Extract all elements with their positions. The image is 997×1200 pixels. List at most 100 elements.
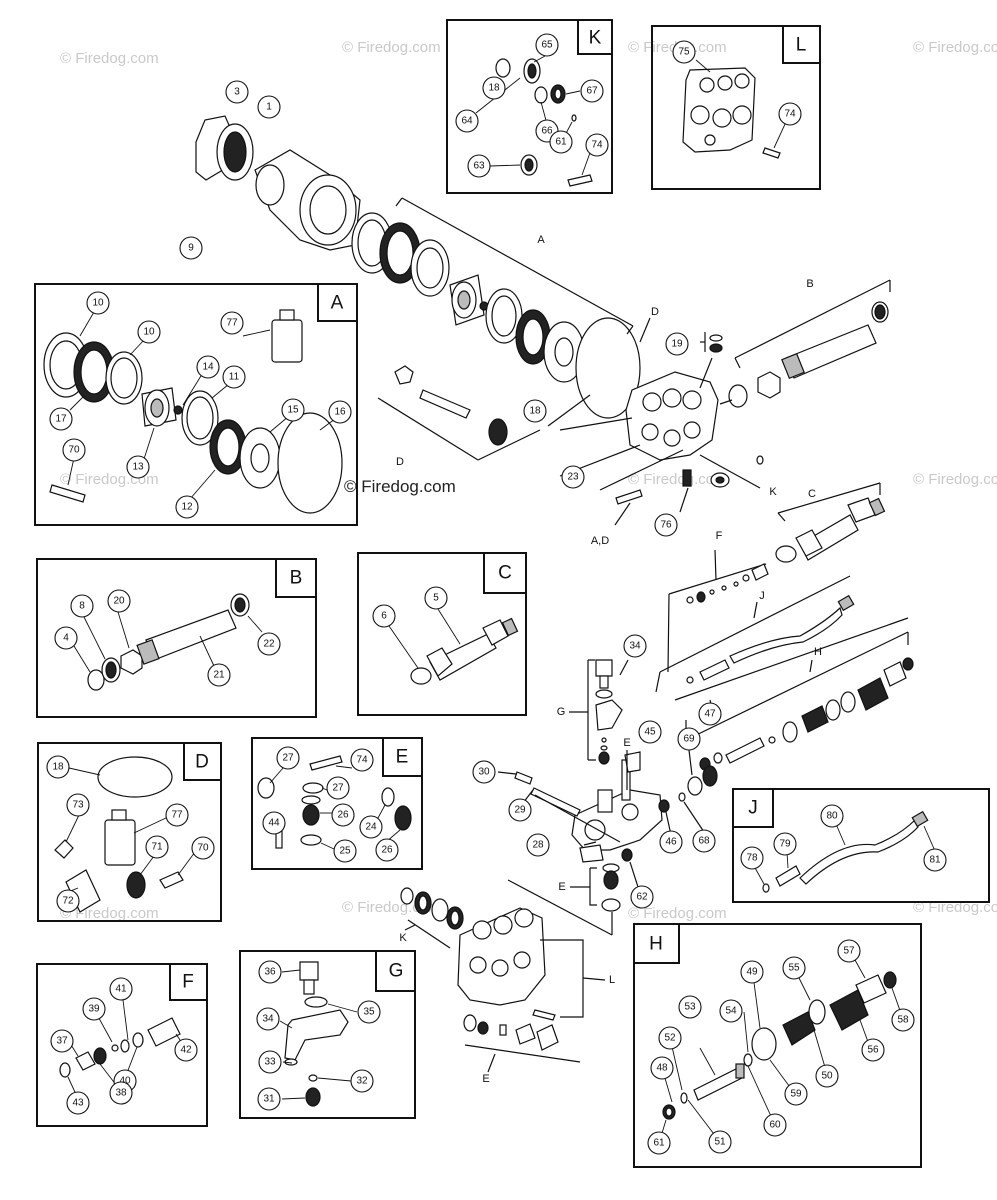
callout-19: 19 bbox=[665, 332, 689, 356]
svg-text:D: D bbox=[396, 456, 404, 468]
svg-text:72: 72 bbox=[62, 896, 74, 907]
callout-45: 45 bbox=[638, 720, 662, 744]
svg-text:L: L bbox=[609, 974, 615, 986]
callout-69: 69 bbox=[677, 727, 701, 751]
svg-text:61: 61 bbox=[653, 1138, 665, 1149]
svg-text:59: 59 bbox=[790, 1089, 802, 1100]
svg-text:19: 19 bbox=[671, 339, 683, 350]
svg-text:66: 66 bbox=[541, 126, 553, 137]
svg-text:18: 18 bbox=[52, 762, 64, 773]
svg-text:75: 75 bbox=[678, 47, 690, 58]
callout-62: 62 bbox=[630, 885, 654, 909]
watermark-text: © Firedog.com bbox=[913, 471, 997, 488]
svg-text:38: 38 bbox=[115, 1088, 127, 1099]
svg-text:39: 39 bbox=[88, 1004, 100, 1015]
svg-text:43: 43 bbox=[72, 1098, 84, 1109]
main-valve-body: G E E bbox=[399, 659, 718, 1085]
svg-text:61: 61 bbox=[555, 137, 567, 148]
svg-text:3: 3 bbox=[234, 87, 240, 98]
callouts-box-l: 75 74 bbox=[672, 40, 802, 126]
callouts-box-b: 8 20 4 22 21 bbox=[54, 589, 281, 687]
svg-text:20: 20 bbox=[113, 596, 125, 607]
watermark-text: © Firedog.com bbox=[913, 39, 997, 56]
svg-text:57: 57 bbox=[843, 946, 855, 957]
watermark-text: © Firedog.com bbox=[60, 50, 159, 67]
svg-text:34: 34 bbox=[262, 1014, 274, 1025]
callout-68: 68 bbox=[692, 829, 716, 853]
svg-text:67: 67 bbox=[586, 86, 598, 97]
svg-text:40: 40 bbox=[119, 1076, 131, 1087]
callout-3: 3 bbox=[225, 80, 249, 104]
svg-text:51: 51 bbox=[714, 1137, 726, 1148]
svg-text:69: 69 bbox=[683, 734, 695, 745]
svg-text:58: 58 bbox=[897, 1015, 909, 1026]
inset-title: A bbox=[331, 293, 344, 314]
callouts-box-f: 41 39 42 37 40 38 43 bbox=[50, 977, 198, 1115]
inset-box-j: J bbox=[732, 788, 990, 903]
svg-text:23: 23 bbox=[567, 472, 579, 483]
svg-text:J: J bbox=[759, 590, 765, 602]
svg-text:11: 11 bbox=[229, 372, 240, 383]
svg-text:55: 55 bbox=[788, 963, 800, 974]
svg-text:F: F bbox=[716, 530, 723, 542]
svg-text:5: 5 bbox=[433, 593, 439, 604]
svg-text:44: 44 bbox=[268, 818, 280, 829]
callouts-box-g: 36 35 34 33 32 31 bbox=[256, 960, 381, 1111]
callout-76: 76 bbox=[654, 513, 678, 537]
inset-title: H bbox=[649, 934, 663, 955]
svg-text:9: 9 bbox=[188, 243, 194, 254]
svg-text:65: 65 bbox=[541, 40, 553, 51]
svg-text:74: 74 bbox=[356, 755, 368, 766]
svg-text:27: 27 bbox=[332, 783, 344, 794]
inset-box-b: B bbox=[36, 558, 317, 718]
svg-text:15: 15 bbox=[287, 405, 299, 416]
svg-text:36: 36 bbox=[264, 967, 276, 978]
svg-text:71: 71 bbox=[151, 842, 163, 853]
svg-text:50: 50 bbox=[821, 1071, 833, 1082]
callouts-main: 3 1 9 19 18 23 76 34 45 47 69 30 29 46 6… bbox=[179, 80, 722, 909]
watermark-text: © Firedog.com bbox=[628, 905, 727, 922]
svg-text:H: H bbox=[814, 646, 822, 658]
center-watermark: © Firedog.com bbox=[344, 477, 456, 496]
svg-text:D: D bbox=[651, 306, 659, 318]
svg-text:81: 81 bbox=[929, 855, 941, 866]
watermark-text: © Firedog.com bbox=[342, 39, 441, 56]
svg-text:27: 27 bbox=[282, 753, 294, 764]
svg-text:13: 13 bbox=[132, 462, 144, 473]
svg-text:35: 35 bbox=[363, 1007, 375, 1018]
inset-box-e: E bbox=[251, 737, 423, 870]
svg-text:78: 78 bbox=[746, 853, 758, 864]
inset-box-l: L bbox=[651, 25, 821, 190]
svg-text:45: 45 bbox=[644, 727, 656, 738]
svg-text:41: 41 bbox=[115, 984, 127, 995]
svg-text:1: 1 bbox=[266, 102, 272, 113]
svg-text:48: 48 bbox=[656, 1063, 668, 1074]
svg-text:74: 74 bbox=[784, 109, 796, 120]
svg-text:80: 80 bbox=[826, 811, 838, 822]
c-assembly: C bbox=[775, 482, 886, 563]
svg-text:B: B bbox=[806, 278, 813, 290]
svg-text:77: 77 bbox=[226, 318, 238, 329]
svg-text:52: 52 bbox=[664, 1033, 676, 1044]
svg-text:8: 8 bbox=[79, 601, 85, 612]
svg-text:C: C bbox=[808, 488, 816, 500]
inset-box-g: G bbox=[239, 950, 416, 1119]
svg-text:33: 33 bbox=[264, 1057, 276, 1068]
svg-text:22: 22 bbox=[263, 639, 275, 650]
svg-text:64: 64 bbox=[461, 116, 473, 127]
inset-box-a: A bbox=[34, 283, 358, 526]
callouts-box-k: 65 18 67 64 66 61 74 63 bbox=[455, 33, 609, 178]
svg-text:47: 47 bbox=[704, 709, 716, 720]
callout-9: 9 bbox=[179, 236, 203, 260]
inset-title: C bbox=[498, 563, 512, 584]
svg-text:60: 60 bbox=[769, 1120, 781, 1131]
svg-text:62: 62 bbox=[636, 892, 648, 903]
svg-text:4: 4 bbox=[63, 633, 69, 644]
svg-text:28: 28 bbox=[532, 840, 544, 851]
svg-text:G: G bbox=[557, 706, 566, 718]
svg-text:49: 49 bbox=[746, 967, 758, 978]
callouts-box-d: 18 73 77 71 70 72 bbox=[46, 755, 215, 913]
callout-34: 34 bbox=[623, 634, 647, 658]
svg-text:26: 26 bbox=[337, 810, 349, 821]
svg-text:10: 10 bbox=[92, 298, 104, 309]
